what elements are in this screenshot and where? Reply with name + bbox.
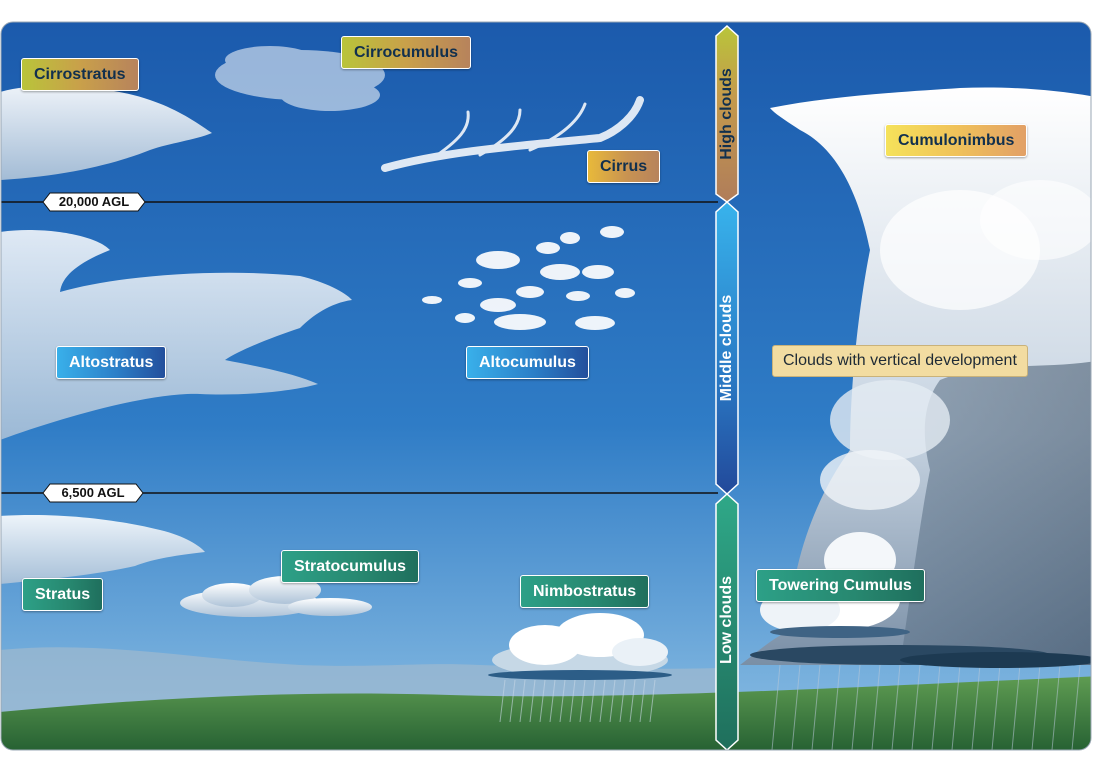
- high-boundary-tag: [42, 192, 146, 212]
- stratus-cloud: [1, 514, 205, 584]
- stratocumulus-label: Stratocumulus: [281, 550, 420, 583]
- altostratus-label: Altostratus: [56, 346, 167, 379]
- cirrostratus-label: Cirrostratus: [21, 58, 139, 91]
- cumulonimbus-label: Cumulonimbus: [885, 124, 1028, 157]
- altocumulus-cloud: [422, 226, 635, 330]
- vertical-development-label: Clouds with vertical development: [772, 345, 1028, 377]
- cirrus-cloud: [381, 96, 644, 172]
- low-clouds-label: Low clouds: [718, 576, 735, 664]
- nimbostratus-cloud: [488, 613, 672, 723]
- altocumulus-label: Altocumulus: [466, 346, 589, 379]
- cirrus-label: Cirrus: [587, 150, 661, 183]
- high-clouds-label: High clouds: [718, 68, 735, 160]
- towering-cumulus-label: Towering Cumulus: [756, 569, 925, 602]
- low-boundary-label: 6,500 AGL: [61, 485, 125, 500]
- scene-frame: [0, 21, 1092, 751]
- middle-clouds-label: Middle clouds: [718, 294, 735, 402]
- cirrocumulus-label: Cirrocumulus: [341, 36, 472, 69]
- altostratus-cloud: [1, 230, 352, 440]
- cirrostratus-cloud: [1, 85, 212, 180]
- low-boundary-tag: [42, 483, 144, 503]
- high-boundary-label: 20,000 AGL: [58, 194, 130, 209]
- low-clouds-band: [715, 492, 739, 750]
- stratocumulus-cloud: [180, 576, 372, 617]
- nimbostratus-label: Nimbostratus: [520, 575, 650, 608]
- stratus-label: Stratus: [22, 578, 104, 611]
